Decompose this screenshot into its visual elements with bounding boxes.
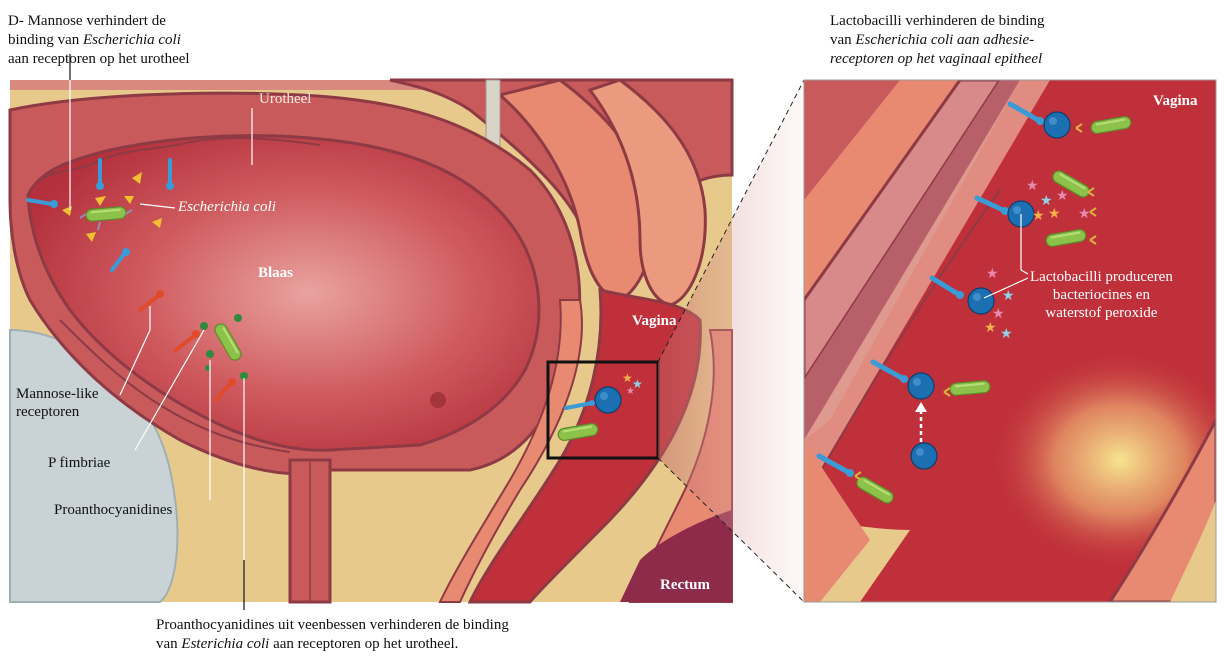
caption-top-left-line2-em: Escherichia coli <box>83 32 181 48</box>
caption-top-left-line1: D- Mannose verhindert de <box>8 13 166 29</box>
caption-top-left-line2: binding van Escherichia coli <box>8 31 190 50</box>
caption-top-left-line2-pre: binding van <box>8 32 83 48</box>
svg-text:★: ★ <box>632 377 643 391</box>
caption-bottom-line2-post: aan receptoren op het urotheel. <box>269 636 459 652</box>
mannose-like-receptors <box>138 294 232 402</box>
label-p-fimbriae: P fimbriae <box>48 455 111 471</box>
caption-bottom-line2-pre: van <box>156 636 182 652</box>
svg-text:★: ★ <box>1040 194 1053 209</box>
proanthocyanidines-dots <box>200 314 248 380</box>
caption-bottom: Proanthocyanidines uit veenbessen verhin… <box>156 616 509 654</box>
rectum <box>620 510 732 602</box>
label-mannose-like-line1: Mannose-like <box>16 386 99 402</box>
label-lactobacilli-line2: bacteriocines en <box>1052 287 1150 303</box>
label-mannose-like: Mannose-like receptoren <box>16 385 98 421</box>
caption-top-right-line1: Lactobacilli verhinderen de binding <box>830 13 1045 29</box>
svg-text:★: ★ <box>1026 179 1039 194</box>
svg-text:★: ★ <box>626 386 635 397</box>
mannose-receptors <box>26 158 172 272</box>
svg-text:★: ★ <box>1056 189 1069 204</box>
caption-top-right-line2-em: Escherichia coli aan adhesie- <box>855 32 1035 48</box>
label-urotheel: Urotheel <box>259 91 312 107</box>
label-vagina-zoom: Vagina <box>1153 93 1198 109</box>
caption-top-left-line3: aan receptoren op het urotheel <box>8 51 190 67</box>
caption-bottom-line2: van Esterichia coli aan receptoren op he… <box>156 635 509 654</box>
bacteriocine-stars: ★ ★ ★ ★ ★ ★ ★ ★ ★ ★ ★ <box>984 179 1091 342</box>
label-lactobacilli-line3: waterstof peroxide <box>1045 305 1158 321</box>
caption-top-left: D- Mannose verhindert de binding van Esc… <box>8 12 190 69</box>
caption-top-right-line2: van Escherichia coli aan adhesie- <box>830 31 1045 50</box>
svg-text:★: ★ <box>1000 327 1013 342</box>
label-mannose-like-line2: receptoren <box>16 404 80 420</box>
caption-top-right: Lactobacilli verhinderen de binding van … <box>830 12 1045 69</box>
caption-bottom-line1: Proanthocyanidines uit veenbessen verhin… <box>156 617 509 633</box>
label-escherichia-coli: Escherichia coli <box>178 199 276 215</box>
svg-text:★: ★ <box>1002 289 1015 304</box>
caption-top-right-line2-pre: van <box>830 32 856 48</box>
label-rectum: Rectum <box>660 577 710 593</box>
svg-text:★: ★ <box>1032 209 1045 224</box>
svg-text:★: ★ <box>986 267 999 282</box>
label-lactobacilli: Lactobacilli produceren bacteriocines en… <box>1030 268 1173 322</box>
label-blaas: Blaas <box>258 265 294 281</box>
label-lactobacilli-line1: Lactobacilli produceren <box>1030 269 1173 285</box>
bladder-lumen <box>26 134 541 452</box>
svg-text:★: ★ <box>622 371 633 385</box>
zoom-cone <box>658 80 804 602</box>
left-panel: ★ ★ ★ <box>8 54 734 610</box>
svg-text:★: ★ <box>1078 207 1091 222</box>
right-panel-frame <box>803 79 1217 603</box>
caption-top-right-line3: receptoren op het vaginaal epitheel <box>830 51 1043 67</box>
svg-text:★: ★ <box>992 307 1005 322</box>
caption-bottom-line2-em: Esterichia coli <box>181 636 270 652</box>
svg-text:★: ★ <box>1048 207 1061 222</box>
label-vagina-main: Vagina <box>632 313 677 329</box>
label-proanthocyanidines: Proanthocyanidines <box>54 502 173 518</box>
right-panel: ★ ★ ★ ★ ★ ★ ★ ★ ★ ★ ★ <box>803 79 1217 603</box>
svg-text:★: ★ <box>984 321 997 336</box>
